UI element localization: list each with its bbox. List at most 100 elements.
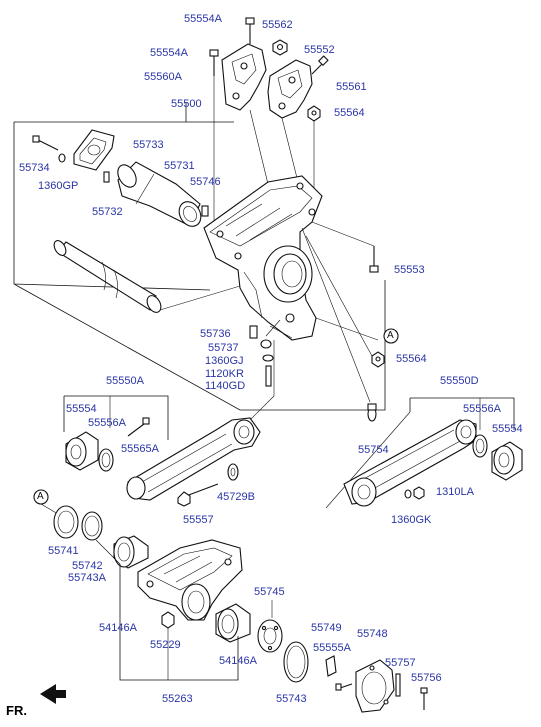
label-55748: 55748: [357, 628, 388, 640]
label-55554a-top: 55554A: [184, 13, 222, 25]
label-55500: 55500: [171, 98, 202, 110]
label-55560a: 55560A: [144, 71, 182, 83]
label-55746: 55746: [190, 176, 221, 188]
group-frame-55263: [119, 564, 239, 681]
label-55552: 55552: [304, 44, 335, 56]
group-frame-55550d: [409, 397, 515, 430]
front-direction-label: FR.: [6, 703, 27, 718]
ring-55556a-left: [98, 448, 114, 472]
label-54146a-left: 54146A: [99, 622, 137, 634]
label-55733: 55733: [133, 139, 164, 151]
label-55554-left: 55554: [66, 403, 97, 415]
axle-housing-55263: [137, 539, 243, 621]
label-45729b: 45729B: [217, 491, 255, 503]
label-ref-a-bottom: A: [37, 491, 44, 502]
label-55553: 55553: [394, 264, 425, 276]
fitting-55737: [260, 339, 272, 349]
label-55743a: 55743A: [68, 572, 106, 584]
ref-marker-a-circle-top: [383, 328, 399, 344]
label-55550d: 55550D: [440, 375, 479, 387]
cover-55748: [355, 659, 395, 713]
differential-carrier-housing: [203, 175, 323, 341]
washer-1360gk: [404, 489, 412, 499]
washer-1360gp: [58, 153, 66, 163]
label-1360gk: 1360GK: [391, 514, 432, 526]
label-55734: 55734: [19, 162, 50, 174]
pin-55746: [201, 205, 209, 217]
label-55743: 55743: [276, 693, 307, 705]
seal-55743: [283, 641, 309, 683]
plug-55229: [161, 611, 175, 629]
label-55561: 55561: [336, 81, 367, 93]
bolt-1120kr: [265, 365, 272, 387]
washer-1360gj: [262, 354, 274, 362]
label-55550a: 55550A: [106, 375, 144, 387]
label-1120kr: 1120KR: [205, 368, 244, 380]
pin-55757: [395, 673, 401, 697]
label-55263: 55263: [162, 693, 193, 705]
nut-55564-bottom: [371, 351, 385, 368]
label-55745: 55745: [254, 586, 285, 598]
bolt-55565a: [127, 417, 150, 437]
trailing-arm-left: [126, 417, 261, 501]
label-55737: 55737: [208, 342, 239, 354]
bolt-1310la: [413, 486, 425, 500]
drive-shaft-tube: [53, 240, 162, 313]
pin-55736: [249, 325, 258, 339]
label-55554a-left: 55554A: [150, 47, 188, 59]
label-55749: 55749: [311, 622, 342, 634]
ring-55556a-right: [472, 434, 488, 458]
label-55555a: 55555A: [313, 642, 351, 654]
label-55562: 55562: [262, 19, 293, 31]
label-ref-a-top: A: [387, 330, 394, 341]
group-frame-55550a: [63, 395, 169, 440]
label-55757: 55757: [385, 657, 416, 669]
label-55554-right: 55554: [492, 423, 523, 435]
front-direction-arrow-icon: [40, 684, 66, 704]
label-54146a-right: 54146A: [219, 655, 257, 667]
flange-55745: [257, 619, 283, 653]
label-1310la: 1310LA: [436, 486, 474, 498]
label-55556a-right: 55556A: [463, 403, 501, 415]
seal-55742: [81, 511, 103, 541]
bracket-55561: [267, 59, 313, 119]
bolt-55552: [311, 55, 329, 75]
bracket-55560a: [221, 43, 267, 111]
group-frame-55500: [13, 121, 386, 411]
bushing-55554-right: [491, 441, 523, 481]
bracket-55749: [325, 655, 337, 677]
bearing-54146a-right: [215, 603, 251, 643]
bolt-55554a-top: [245, 17, 255, 44]
label-55741: 55741: [48, 545, 79, 557]
washer-45729b: [227, 463, 239, 481]
bolt-55555a: [335, 683, 353, 691]
label-55732: 55732: [92, 206, 123, 218]
label-55564-top: 55564: [334, 107, 365, 119]
label-55557: 55557: [183, 514, 214, 526]
bolt-55553: [369, 246, 379, 273]
label-1360gj: 1360GJ: [205, 355, 244, 367]
bolt-55554a-left: [209, 49, 219, 76]
label-55556a-left: 55556A: [88, 417, 126, 429]
label-55564-bottom: 55564: [396, 353, 427, 365]
label-1360gp: 1360GP: [38, 180, 79, 192]
bolt-55557: [177, 483, 219, 507]
seal-55741: [53, 505, 79, 539]
pinion-housing-55731: [117, 161, 202, 227]
pin-55732: [103, 171, 110, 183]
trailing-arm-right: [343, 419, 477, 507]
label-55565a: 55565A: [121, 443, 159, 455]
label-55756: 55756: [411, 672, 442, 684]
bolt-55756: [420, 687, 428, 710]
label-1140gd: 1140GD: [205, 380, 246, 392]
breather-55754: [367, 403, 377, 422]
bolt-55734: [32, 135, 59, 151]
label-55754: 55754: [358, 444, 389, 456]
label-55736: 55736: [200, 328, 231, 340]
label-55742: 55742: [72, 560, 103, 572]
label-55229: 55229: [150, 639, 181, 651]
label-55731: 55731: [164, 160, 195, 172]
nut-55562: [272, 39, 288, 56]
